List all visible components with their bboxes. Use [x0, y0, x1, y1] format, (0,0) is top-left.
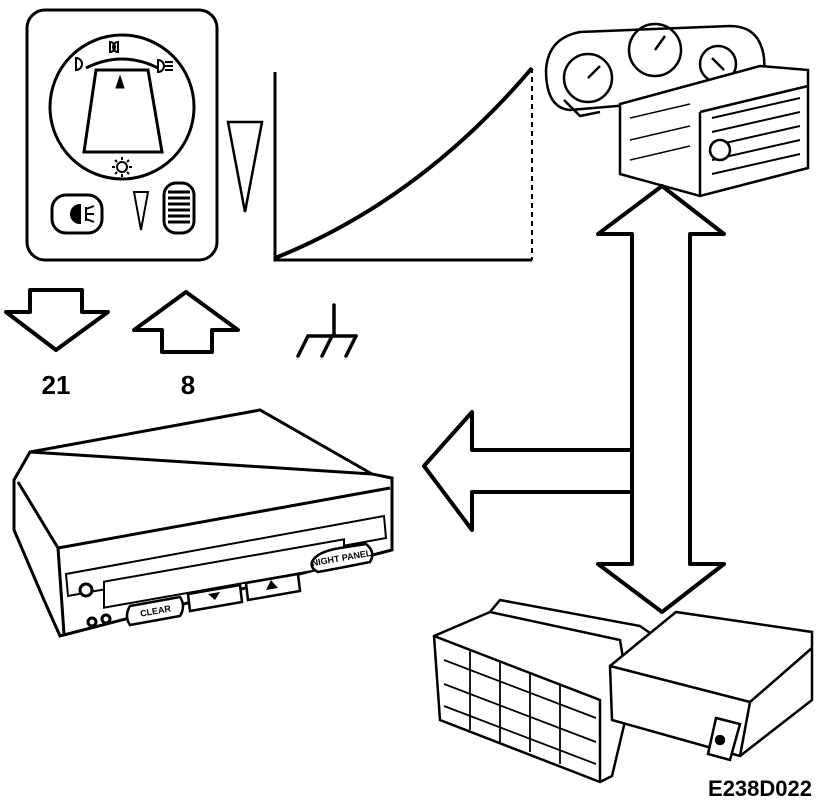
ground-symbol-icon — [296, 303, 358, 358]
radio-unit — [618, 64, 810, 198]
fog-light-icon — [70, 203, 95, 225]
left-arrow-icon — [422, 410, 634, 532]
dimmer-icon — [112, 157, 132, 177]
night-panel-button — [310, 542, 374, 574]
dimmer-ramp-graph — [226, 66, 534, 262]
double-arrow-icon — [596, 184, 726, 614]
control-panel-module — [432, 598, 661, 784]
pin-out-label: 21 — [42, 370, 71, 400]
fog-light-button — [50, 193, 104, 235]
headlight-switch-icon — [75, 40, 173, 74]
light-switch-panel — [25, 8, 219, 262]
clear-button — [125, 595, 185, 627]
display-buttons: CLEAR NIGHT PANEL — [125, 542, 374, 627]
up-arrow-icon — [132, 290, 240, 354]
electronic-module — [608, 610, 814, 762]
figure-code: E238D022 — [708, 776, 812, 801]
pin-in-label: 8 — [181, 370, 195, 400]
display-unit — [12, 408, 394, 638]
down-arrow-icon — [4, 288, 110, 352]
